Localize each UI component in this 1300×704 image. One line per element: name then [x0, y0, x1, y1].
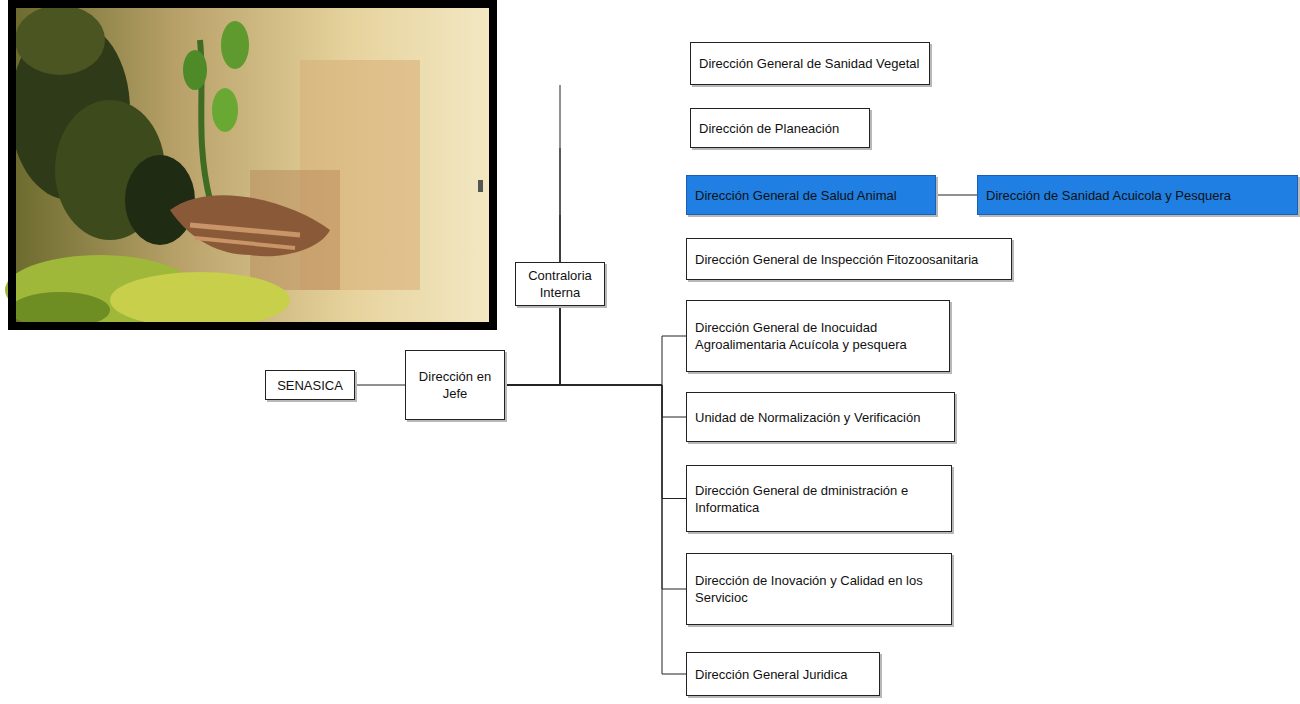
box-label: Dirección General de Salud Animal [695, 187, 897, 204]
org-connector [505, 306, 560, 385]
org-box: SENASICA [265, 370, 355, 400]
org-box: Dirección General Juridica [686, 652, 880, 696]
org-connector [505, 385, 686, 417]
org-box: Dirección General de dministración e Inf… [686, 465, 952, 532]
box-label: Dirección General Juridica [695, 666, 847, 683]
org-box: Dirección de Planeación [690, 108, 870, 148]
org-box: Dirección General de Sanidad Vegetal [690, 42, 930, 85]
org-box: Dirección en Jefe [405, 350, 505, 420]
highlighted-box: Dirección de Sanidad Acuicola y Pesquera [977, 175, 1298, 215]
org-box: Dirección de Inovación y Calidad en los … [686, 553, 952, 625]
org-connector [355, 385, 405, 386]
org-connector [505, 385, 686, 499]
org-box: Dirección General de Inocuidad Agroalime… [686, 300, 950, 372]
box-label: Dirección en Jefe [414, 368, 496, 402]
org-connector [505, 385, 686, 674]
box-label: Dirección de Planeación [699, 120, 839, 137]
box-label: Contraloria Interna [524, 267, 596, 301]
photo-illustration [0, 0, 500, 334]
box-label: Dirección General de Inocuidad Agroalime… [695, 319, 941, 353]
box-label: Dirección General de Inspección Fitozoos… [695, 251, 978, 268]
highlighted-box: Dirección General de Salud Animal [686, 175, 936, 215]
box-label: Dirección de Inovación y Calidad en los … [695, 572, 943, 606]
box-label: SENASICA [277, 377, 343, 394]
org-connector [936, 195, 977, 196]
org-box: Dirección General de Inspección Fitozoos… [686, 238, 1012, 280]
box-label: Dirección General de dministración e Inf… [695, 482, 943, 516]
org-box: Contraloria Interna [515, 262, 605, 306]
box-label: Dirección General de Sanidad Vegetal [699, 55, 919, 72]
org-connector [505, 336, 686, 385]
org-connector [505, 385, 686, 589]
box-label: Dirección de Sanidad Acuicola y Pesquera [986, 187, 1231, 204]
org-box: Unidad de Normalización y Verificación [686, 392, 955, 442]
box-label: Unidad de Normalización y Verificación [695, 409, 920, 426]
org-connector [505, 85, 560, 385]
